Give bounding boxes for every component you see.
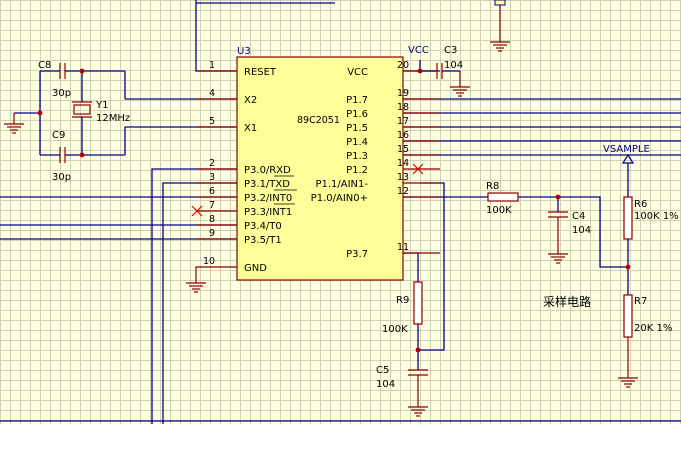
pin-number: 11 [397,242,409,253]
schematic-sheet: U3 89C2051 1 4 5 2 3 6 7 8 9 10 RESET X2… [0,0,681,424]
pin-name: X2 [244,95,257,106]
pin-lines [195,70,440,283]
pin-number: 19 [397,88,409,99]
c8-value: 30p [52,88,71,99]
pin-number: 17 [397,116,409,127]
pin-name: P3.5/T1 [244,235,282,246]
pin-number: 9 [209,228,215,239]
pin-number: 13 [397,172,409,183]
vsample-divider: VSAMPLE R6 100K 1% R7 20K 1% [603,144,679,388]
ground-icon [186,282,206,293]
pin-name: P3.2/INT0 [244,193,292,204]
r8-ref: R8 [486,181,499,192]
vsample-port-icon [621,153,635,164]
ground-icon [490,0,510,52]
pin-number: 2 [209,158,215,169]
pin-name: P3.4/T0 [244,221,282,232]
c8-ref: C8 [38,60,51,71]
pin-number: 15 [397,144,409,155]
r7-value: 20K 1% [634,323,672,334]
c9-ref: C9 [52,130,65,141]
r9-resistor: R9 100K [382,281,423,335]
pin-number: 5 [209,116,215,127]
c5-value: 104 [376,379,395,390]
pin-name: P3.1/TXD [244,179,290,190]
pin-name: GND [244,263,267,274]
pin-number: 1 [209,60,215,71]
pin-name: RESET [244,67,277,78]
pin-name: VCC [347,67,368,78]
c5-capacitor: C5 104 [376,365,428,417]
pin-name: P3.0/RXD [244,165,291,176]
pin-name: P1.2 [346,165,368,176]
r9-value: 100K [382,324,408,335]
r7-ref: R7 [634,296,647,307]
pin-number: 4 [209,88,215,99]
c5-ref: C5 [376,365,389,376]
pin-name: P1.3 [346,151,368,162]
vcc-decoupling: VCC C3 104 [408,45,470,97]
r8-value: 100K [486,205,512,216]
u3-chip: U3 89C2051 1 4 5 2 3 6 7 8 9 10 RESET X2… [203,46,409,281]
pin-name: P1.6 [346,109,368,120]
pin-number: 3 [209,172,215,183]
c9-value: 30p [52,172,71,183]
c3-value: 104 [444,60,463,71]
y1-ref: Y1 [95,100,108,111]
pin-name: X1 [244,123,257,134]
y1-value: 12MHz [96,113,130,124]
pin-name: P3.7 [346,249,368,260]
pin-name: P3.3/INT1 [244,207,292,218]
pin-number: 20 [397,60,409,71]
r8-resistor: R8 100K [486,181,519,216]
pin-number: 7 [209,200,215,211]
c4-capacitor: C4 104 [548,211,591,264]
sampling-circuit-caption: 采样电路 [543,294,591,309]
vcc-net-label: VCC [408,45,429,56]
u3-body [236,56,404,281]
u3-part: 89C2051 [297,115,340,126]
pin-number: 6 [209,186,215,197]
pin-number: 12 [397,186,409,197]
c4-value: 104 [572,225,591,236]
pin-number: 16 [397,130,409,141]
r9-ref: R9 [396,295,409,306]
c3-ref: C3 [444,45,457,56]
pin-number: 14 [397,158,409,169]
pin-name: P1.7 [346,95,368,106]
ground-icon [548,253,568,264]
ground-icon [4,123,24,134]
ground-icon [450,86,470,97]
u3-ref: U3 [237,46,251,57]
pin-number: 8 [209,214,215,225]
ground-icon [408,406,428,417]
schematic-drawing: U3 89C2051 1 4 5 2 3 6 7 8 9 10 RESET X2… [0,0,681,424]
crystal-circuit: C8 30p C9 30p Y1 12MHz [4,60,130,183]
vsample-net-label: VSAMPLE [603,144,650,155]
no-connect-icon [191,205,203,217]
pin-name: P1.5 [346,123,368,134]
r6-value: 100K 1% [634,211,679,222]
pin-number: 18 [397,102,409,113]
pin-name: P1.0/AIN0+ [311,193,368,204]
pin-name: P1.4 [346,137,368,148]
ground-icon [618,377,638,388]
pin-number: 10 [203,256,215,267]
pin-name: P1.1/AIN1- [315,179,368,190]
no-connect-icon [412,163,424,175]
c4-ref: C4 [572,211,585,222]
r6-ref: R6 [634,199,647,210]
